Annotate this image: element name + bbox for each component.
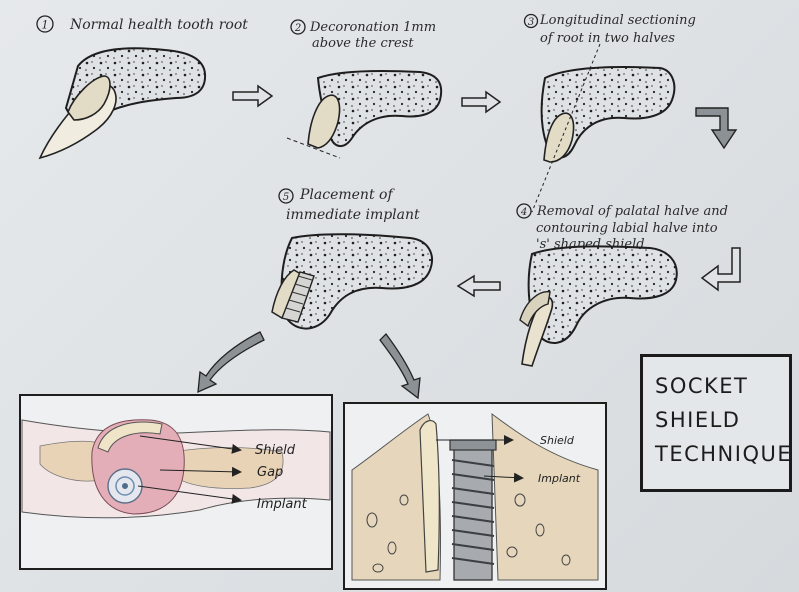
bone-block bbox=[529, 246, 677, 343]
step-4-illustration bbox=[520, 246, 677, 366]
step-4-text-line2: contouring labial halve into bbox=[536, 221, 718, 236]
arrow-4-turn bbox=[702, 248, 740, 290]
title-line-2: SHIELD bbox=[655, 403, 789, 437]
implant-head bbox=[450, 440, 496, 450]
cross-section-panel: Shield Gap Implant bbox=[20, 395, 332, 569]
side-view-panel: Shield Implant bbox=[344, 403, 606, 589]
cross-section-shield-label: Shield bbox=[255, 443, 296, 458]
step-2-text-line2: above the crest bbox=[312, 36, 414, 51]
step-2-label: 2 Decoronation 1mm above the crest bbox=[291, 20, 436, 51]
arrow-1-to-2 bbox=[233, 86, 272, 106]
arrow-2-to-3 bbox=[462, 92, 500, 112]
title-line-1: SOCKET bbox=[655, 369, 789, 403]
step-5-number: 5 bbox=[283, 192, 289, 203]
step-1-text: Normal health tooth root bbox=[69, 17, 248, 33]
arrow-3-to-4 bbox=[696, 108, 736, 148]
step-1-illustration bbox=[40, 48, 205, 158]
side-view-implant-label: Implant bbox=[538, 472, 581, 485]
step-3-text-line1: Longitudinal sectioning bbox=[539, 13, 696, 28]
gap-zone bbox=[92, 420, 184, 514]
step-5-text-line1: Placement of bbox=[299, 187, 395, 203]
arrow-4-to-5 bbox=[458, 276, 500, 296]
step-2-number: 2 bbox=[294, 23, 301, 34]
step-4-number: 4 bbox=[520, 207, 527, 218]
step-4-label: 4 Removal of palatal halve and contourin… bbox=[517, 204, 728, 252]
side-view-shield-label: Shield bbox=[540, 434, 575, 447]
step-2-text-line1: Decoronation 1mm bbox=[309, 20, 436, 35]
step-1-label: 1 Normal health tooth root bbox=[37, 16, 248, 33]
step-5-text-line2: immediate implant bbox=[286, 207, 420, 223]
step-1-number: 1 bbox=[42, 19, 49, 32]
step-3-illustration bbox=[532, 44, 674, 212]
step-3-text-line2: of root in two halves bbox=[540, 31, 675, 46]
arrow-to-cross-section bbox=[198, 332, 264, 392]
arrow-to-side-view bbox=[380, 334, 420, 398]
step-2-illustration bbox=[287, 71, 441, 158]
cross-section-implant-label: Implant bbox=[257, 497, 308, 512]
step-4-text-line1: Removal of palatal halve and bbox=[536, 204, 728, 219]
step-3-number: 3 bbox=[528, 17, 534, 28]
title-line-3: TECHNIQUE bbox=[655, 437, 789, 471]
title-box: SOCKET SHIELD TECHNIQUE bbox=[640, 354, 792, 492]
step-5-label: 5 Placement of immediate implant bbox=[279, 187, 420, 223]
step-5-illustration bbox=[272, 234, 432, 328]
cross-section-gap-label: Gap bbox=[257, 465, 283, 480]
step-3-label: 3 Longitudinal sectioning of root in two… bbox=[525, 13, 696, 46]
